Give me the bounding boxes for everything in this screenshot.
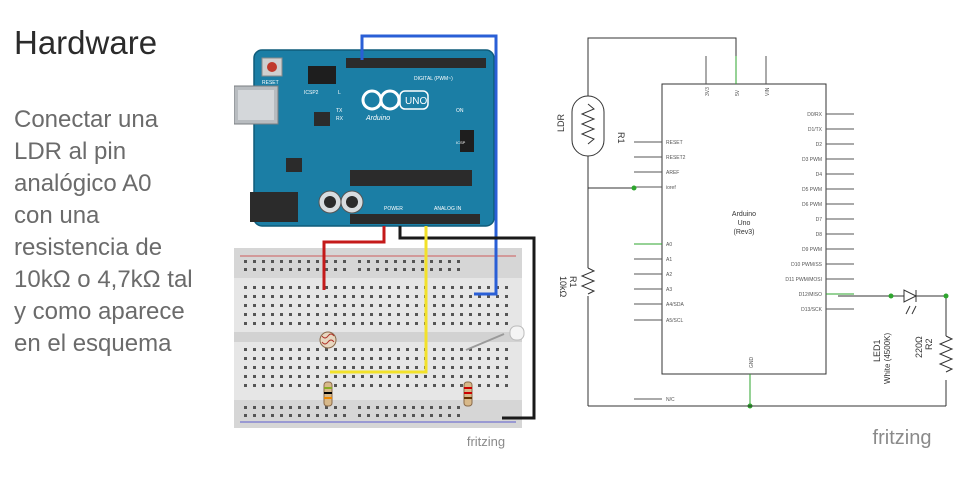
right-pin-label: D0/RX	[807, 112, 822, 118]
r2-value: 220Ω	[914, 336, 924, 358]
power-jack	[250, 192, 298, 222]
right-pin-label: D8	[816, 232, 823, 238]
rx-label: RX	[336, 116, 344, 122]
pin-gnd: GND	[749, 357, 755, 369]
schematic-resistor-r1	[580, 267, 596, 295]
breadboard	[234, 248, 522, 428]
right-pin-label: D11 PWM/MOSI	[785, 277, 822, 283]
left-pin-label: A2	[666, 272, 672, 278]
right-pin-label: D9 PWM	[802, 247, 822, 253]
slide-title: Hardware	[14, 24, 158, 61]
led-desc: White (4500K)	[883, 333, 892, 384]
wire-blue	[360, 34, 498, 296]
right-pin-label: D12/MISO	[799, 292, 822, 298]
schematic-wires	[587, 37, 947, 407]
led-component	[509, 325, 525, 341]
right-pin-label: D7	[816, 217, 823, 223]
schematic-arduino-chip	[661, 83, 827, 375]
wires	[322, 34, 536, 420]
right-pin-label: D10 PWM/SS	[791, 262, 823, 268]
body-line-8: en el esquema	[14, 330, 172, 357]
right-pin-label: D6 PWM	[802, 202, 822, 208]
reset-label: RESET	[262, 80, 279, 86]
right-pin-label: D5 PWM	[802, 187, 822, 193]
left-pin-label: RESET	[666, 140, 683, 146]
pin-5v: 5V	[735, 89, 741, 96]
wire-red	[322, 226, 386, 290]
breadboard-holes	[244, 260, 508, 417]
r1-value: 10kΩ	[558, 276, 568, 298]
schematic-led-symbol	[903, 289, 918, 315]
body-line-6: 10kΩ o 4,7kΩ tal	[14, 266, 193, 293]
schematic-resistor-r2	[938, 335, 954, 373]
breadboard-watermark: fritzing	[467, 434, 505, 449]
body-line-1: Conectar una	[14, 106, 159, 133]
ldr-ref: R1	[616, 132, 626, 144]
pin-vin: VIN	[765, 87, 771, 96]
r2-ref: R2	[924, 338, 934, 350]
ldr-component	[319, 331, 337, 349]
body-line-2: LDR al pin	[14, 138, 127, 165]
power-label: POWER	[384, 206, 403, 212]
left-pin-label: A3	[666, 287, 672, 293]
wire-black	[398, 226, 536, 420]
left-pin-label: A1	[666, 257, 672, 263]
body-line-7: y como aparece	[14, 298, 185, 325]
breadboard-diagram: RESET ICSP2 UNO Arduino TX RX L ON DIGIT…	[234, 34, 536, 449]
left-pin-label: N/C	[666, 397, 675, 403]
body-line-5: resistencia de	[14, 234, 163, 261]
on-label: ON	[456, 108, 464, 114]
l-label: L	[338, 90, 341, 96]
board-brand-text: Arduino	[365, 115, 390, 122]
r1-ref: R1	[568, 276, 578, 288]
left-pin-label: RESET2	[666, 155, 686, 161]
chip-model: Uno	[738, 220, 751, 227]
right-pin-label: D3 PWM	[802, 157, 822, 163]
chip-name: Arduino	[732, 211, 756, 218]
left-pin-label: ioref	[666, 185, 676, 191]
ldr-label: LDR	[556, 113, 566, 132]
schematic-watermark: fritzing	[873, 427, 932, 449]
analog-in-label: ANALOG IN	[434, 206, 462, 212]
resistor-left	[323, 381, 333, 407]
body-line-4: con una	[14, 202, 100, 229]
right-pin-label: D2	[816, 142, 823, 148]
schematic-diagram: Arduino Uno (Rev3) 3V3 5V VIN RESETRESET…	[556, 37, 954, 449]
pin-3v3: 3V3	[705, 87, 711, 96]
slide-body: Conectar una LDR al pin analógico A0 con…	[14, 104, 234, 360]
resistor-right	[463, 381, 473, 407]
right-pin-label: D1/TX	[808, 127, 823, 133]
wire-yellow	[330, 226, 428, 374]
left-pin-label: A5/SCL	[666, 318, 683, 324]
arduino-logo-icon	[361, 89, 429, 111]
atmega-chip	[350, 170, 472, 186]
tx-label: TX	[336, 108, 343, 114]
arduino-uno-board: RESET ICSP2 UNO Arduino TX RX L ON DIGIT…	[234, 49, 495, 227]
icsp-label: ICSP	[456, 140, 466, 145]
body-line-3: analógico A0	[14, 170, 152, 197]
right-pin-label: D4	[816, 172, 823, 178]
digital-label: DIGITAL (PWM~)	[414, 76, 453, 82]
left-pin-label: AREF	[666, 170, 679, 176]
icsp2-label: ICSP2	[304, 90, 319, 96]
board-logo-text: UNO	[405, 96, 427, 107]
left-pin-label: A4/SDA	[666, 302, 684, 308]
right-pin-label: D13/SCK	[801, 307, 823, 313]
left-pin-label: A0	[666, 242, 672, 248]
led-ref: LED1	[872, 339, 882, 362]
chip-rev: (Rev3)	[733, 229, 754, 236]
schematic-ldr-symbol	[571, 95, 605, 157]
